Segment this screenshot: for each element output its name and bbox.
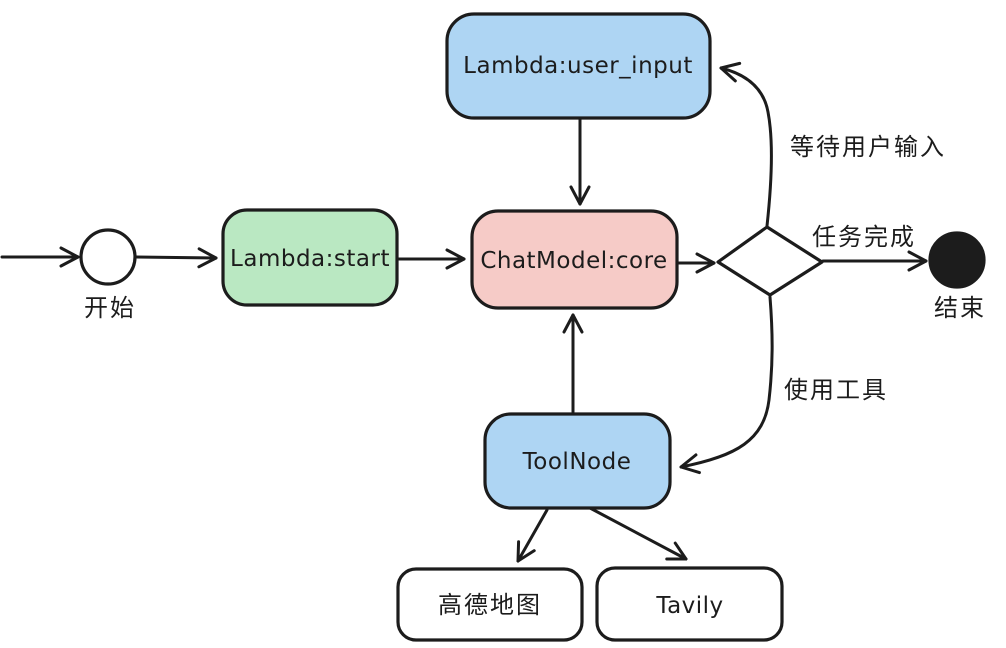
lambda-start-node: Lambda:start: [221, 208, 399, 307]
tool-node: ToolNode: [483, 412, 672, 510]
lambda-user-input-box: [445, 12, 712, 120]
tool-node-label: ToolNode: [522, 449, 632, 475]
lambda-start-label: Lambda:start: [230, 246, 390, 272]
edge-tool-node-to-gaode-map: [516, 508, 549, 563]
edge-label-use-tools: 使用工具: [784, 376, 888, 404]
edge-decision-to-lambda-user-input: [719, 61, 773, 228]
lambda-user-input-node: Lambda:user_input: [445, 12, 712, 120]
lambda-user-input-label: Lambda:user_input: [463, 53, 693, 79]
decision-diamond: [716, 225, 824, 297]
end-node-label: 结束: [934, 294, 986, 322]
edge-start-to-lambda-start: [134, 247, 218, 269]
gaode-map-label: 高德地图: [438, 591, 542, 619]
gaode-map-node: 高德地图: [396, 567, 584, 642]
gaode-map-box: [396, 567, 584, 642]
start-node-label: 开始: [84, 294, 136, 322]
end-circle: [928, 231, 986, 289]
lambda-start-box: [221, 208, 399, 307]
chat-model-box: [470, 209, 679, 310]
tavily-box: [595, 566, 784, 642]
start-circle: [79, 228, 137, 286]
tavily-node: Tavily: [595, 566, 784, 642]
edge-decision-to-tool-node: [679, 295, 774, 475]
edge-tool-node-to-tavily: [588, 506, 688, 561]
chat-model-node: ChatModel:core: [470, 209, 679, 310]
start-node: 开始: [79, 228, 137, 322]
tavily-label: Tavily: [655, 593, 723, 619]
edge-label-wait-user-input: 等待用户输入: [790, 133, 946, 161]
edge-label-task-complete: 任务完成: [812, 223, 916, 251]
tool-node-box: [483, 412, 672, 510]
chat-model-label: ChatModel:core: [480, 248, 667, 274]
end-node: 结束: [928, 231, 986, 322]
